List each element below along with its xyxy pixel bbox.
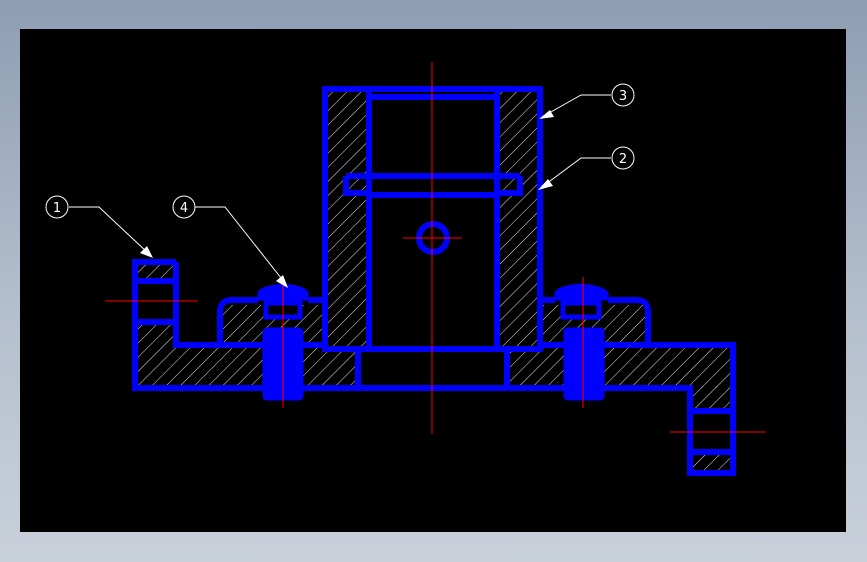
balloon-2[interactable]: 2 bbox=[611, 146, 635, 170]
leaders bbox=[69, 94, 611, 284]
balloon-4-label: 4 bbox=[180, 201, 188, 216]
balloon-1-label: 1 bbox=[53, 201, 61, 216]
balloon-2-label: 2 bbox=[619, 152, 627, 167]
bolt-right bbox=[554, 283, 609, 401]
centerlines bbox=[105, 62, 766, 434]
leader-arrowheads bbox=[140, 110, 554, 288]
cad-viewport[interactable]: 1 4 3 2 bbox=[20, 29, 846, 532]
balloon-4[interactable]: 4 bbox=[172, 195, 196, 219]
balloon-3-label: 3 bbox=[619, 89, 627, 104]
section-hatching bbox=[133, 92, 733, 473]
cad-drawing: 1 4 3 2 bbox=[45, 62, 766, 476]
balloon-3[interactable]: 3 bbox=[611, 83, 635, 107]
balloon-1[interactable]: 1 bbox=[45, 195, 69, 219]
part-outline bbox=[132, 86, 736, 476]
